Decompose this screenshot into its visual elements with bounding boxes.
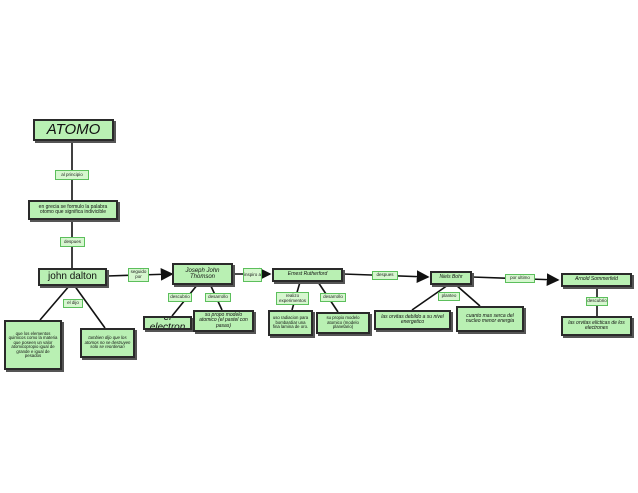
link-desarrollo-2: desarrollo xyxy=(320,293,346,302)
link-despues-2: despues xyxy=(372,271,398,280)
connector-dalton-left xyxy=(39,284,71,321)
node-rutherford[interactable]: Ernest Rutherford xyxy=(272,268,343,282)
node-electron[interactable]: el electron xyxy=(143,316,192,330)
node-dalton[interactable]: john dalton xyxy=(38,268,107,286)
link-realizo-experimentos: realizo experimentos xyxy=(276,292,309,305)
node-dalton-left[interactable]: que los elementos quimicos como la mater… xyxy=(4,320,62,370)
node-grecia[interactable]: en grecia se formulo la palabra otomo qu… xyxy=(28,200,118,220)
node-thomson[interactable]: Joseph John Thomson xyxy=(172,263,233,285)
connector-bohr-near xyxy=(455,284,481,307)
connector-bohr-orbits xyxy=(411,284,449,311)
node-bohr[interactable]: Niels Bohr xyxy=(430,271,472,285)
connector-dalton-right xyxy=(73,284,106,329)
link-despues-1: despues xyxy=(60,237,85,247)
link-inspiro-a: inspiro a xyxy=(243,268,262,282)
link-descubrio: descubrio xyxy=(168,293,192,302)
link-por-ultimo: por ultimo xyxy=(505,274,535,283)
node-bohr-orbits[interactable]: las orvitas debildo a su nivel energetic… xyxy=(374,310,451,330)
node-thomson-model[interactable]: su propo modelo atomico (el pastel con p… xyxy=(193,310,254,332)
link-desarrollo-1: desarrollo xyxy=(205,293,231,302)
node-dalton-right[interactable]: tambien dijo que los atomos no se destru… xyxy=(80,328,135,358)
node-rutherford-exp[interactable]: uso radiacion para bombardiar una fina l… xyxy=(268,310,313,336)
link-seguido-por: seguido por xyxy=(128,268,149,282)
node-sommerfeld-orbits[interactable]: las orvitas elicticas de los electrones xyxy=(561,316,632,336)
link-planteo: planteo xyxy=(438,292,460,301)
node-bohr-near[interactable]: cuanto mas serca del nucleo menor energi… xyxy=(456,306,524,332)
link-descubrio-2: descubrio xyxy=(586,297,608,306)
link-al-principio: al principio xyxy=(55,170,89,180)
link-el-dijo: el dijo xyxy=(63,299,83,308)
node-atomo[interactable]: ATOMO xyxy=(33,119,114,141)
node-rutherford-model[interactable]: su propio modelo atomico (modelo planeta… xyxy=(316,312,370,334)
node-sommerfeld[interactable]: Arnold Sommerfeld xyxy=(561,273,632,287)
